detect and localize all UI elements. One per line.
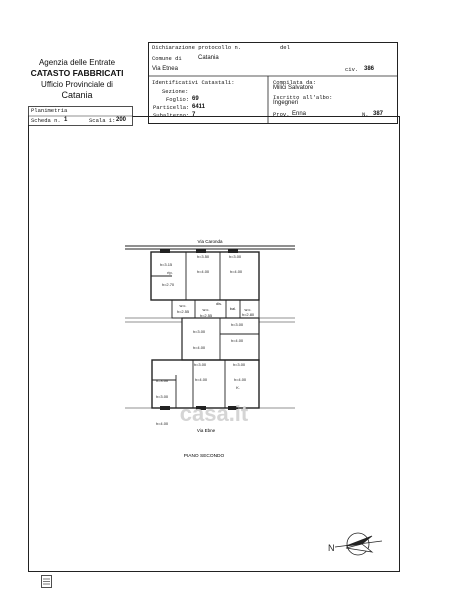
n-label: N. bbox=[362, 111, 369, 118]
prov-value: Enna bbox=[292, 111, 307, 117]
room-label: h=4.00 bbox=[197, 269, 210, 274]
iscritto-label: Iscritto all'albo: bbox=[273, 94, 333, 101]
comune-value: Catania bbox=[198, 55, 219, 61]
room-label: w.c. bbox=[180, 303, 187, 308]
room-label: bal. bbox=[230, 306, 236, 311]
ufficio-label: Ufficio Provinciale di bbox=[41, 80, 113, 89]
room-label: h=3.00 bbox=[156, 378, 169, 383]
room-label: h=2.70 bbox=[162, 282, 175, 287]
identificativi-label: Identificativi Catastali: bbox=[152, 79, 235, 86]
header-box bbox=[148, 42, 398, 124]
subalterno-value: 7 bbox=[192, 112, 196, 118]
watermark: casa.it bbox=[180, 401, 249, 426]
dichiarazione-label: Dichiarazione protocollo n. bbox=[152, 44, 242, 51]
scheda-label: Scheda n. bbox=[31, 117, 61, 124]
prov-label: Prov. bbox=[273, 111, 290, 118]
room-label: h=2.55 bbox=[200, 313, 213, 318]
foglio-value: 69 bbox=[192, 96, 199, 102]
via-value: Via Etnea bbox=[152, 66, 178, 72]
scala-value: 200 bbox=[116, 117, 127, 123]
scheda-value: 1 bbox=[64, 117, 68, 123]
agency-block: Agenzia delle Entrate CATASTO FABBRICATI… bbox=[18, 57, 136, 101]
room-label: h=3.00 bbox=[194, 362, 207, 367]
room-label: h=3.00 bbox=[193, 329, 206, 334]
room-label: h=4.00 bbox=[195, 377, 208, 382]
city-label: Catania bbox=[61, 90, 93, 100]
room-label: h=4.00 bbox=[234, 377, 247, 382]
subalterno-label: Subalterno: bbox=[153, 112, 190, 119]
room-label: h=2.80 bbox=[242, 312, 255, 317]
iscritto-value: Ingegneri bbox=[273, 100, 299, 106]
room-label: h=3.00 bbox=[231, 322, 244, 327]
room-label: h=2.55 bbox=[177, 309, 190, 314]
document-icon[interactable] bbox=[41, 575, 52, 588]
civ-value: 386 bbox=[364, 66, 375, 72]
room-label: h=4.00 bbox=[156, 421, 169, 426]
planimetria-label: Planimetria bbox=[31, 107, 68, 114]
foglio-label: Foglio: bbox=[166, 96, 190, 103]
drawing-frame bbox=[28, 116, 400, 572]
room-label: h=4.00 bbox=[193, 345, 206, 350]
compass-icon bbox=[334, 532, 383, 556]
street-top-label: Via Caronda bbox=[198, 239, 223, 244]
room-label: K. bbox=[236, 385, 240, 390]
room-label: rip. bbox=[167, 270, 173, 275]
room-label: h=3.00 bbox=[229, 254, 242, 259]
n-value: 387 bbox=[373, 111, 384, 117]
particella-value: 6411 bbox=[192, 104, 206, 110]
room-label: h=4.00 bbox=[230, 269, 243, 274]
room-label: h=3.00 bbox=[156, 394, 169, 399]
particella-label: Particella: bbox=[153, 104, 190, 111]
catasto-title: CATASTO FABBRICATI bbox=[30, 68, 124, 78]
room-label: h=3.00 bbox=[233, 362, 246, 367]
sezione-label: Sezione: bbox=[162, 88, 189, 95]
floor-label: PIANO SECONDO bbox=[184, 453, 225, 459]
comune-label: Comune di bbox=[152, 55, 182, 62]
scala-label: Scala 1: bbox=[89, 117, 116, 124]
room-label: h=3.50 bbox=[197, 254, 210, 259]
room-label: w.c. bbox=[203, 307, 210, 312]
compilata-value: Milici Salvatore bbox=[273, 85, 314, 91]
room-label: h=3.15 bbox=[160, 262, 173, 267]
room-label: dis. bbox=[216, 301, 222, 306]
street-bottom-label: Via Ebne bbox=[197, 428, 216, 433]
scheda-box bbox=[28, 106, 133, 126]
compilata-label: Compilata da: bbox=[273, 79, 316, 86]
room-label: w.c. bbox=[245, 307, 252, 312]
agency-name: Agenzia delle Entrate bbox=[38, 58, 116, 67]
civ-label: civ. bbox=[345, 66, 359, 73]
del-label: del bbox=[280, 44, 290, 51]
room-label: h=4.00 bbox=[231, 338, 244, 343]
compass-north-label: N bbox=[328, 543, 335, 553]
